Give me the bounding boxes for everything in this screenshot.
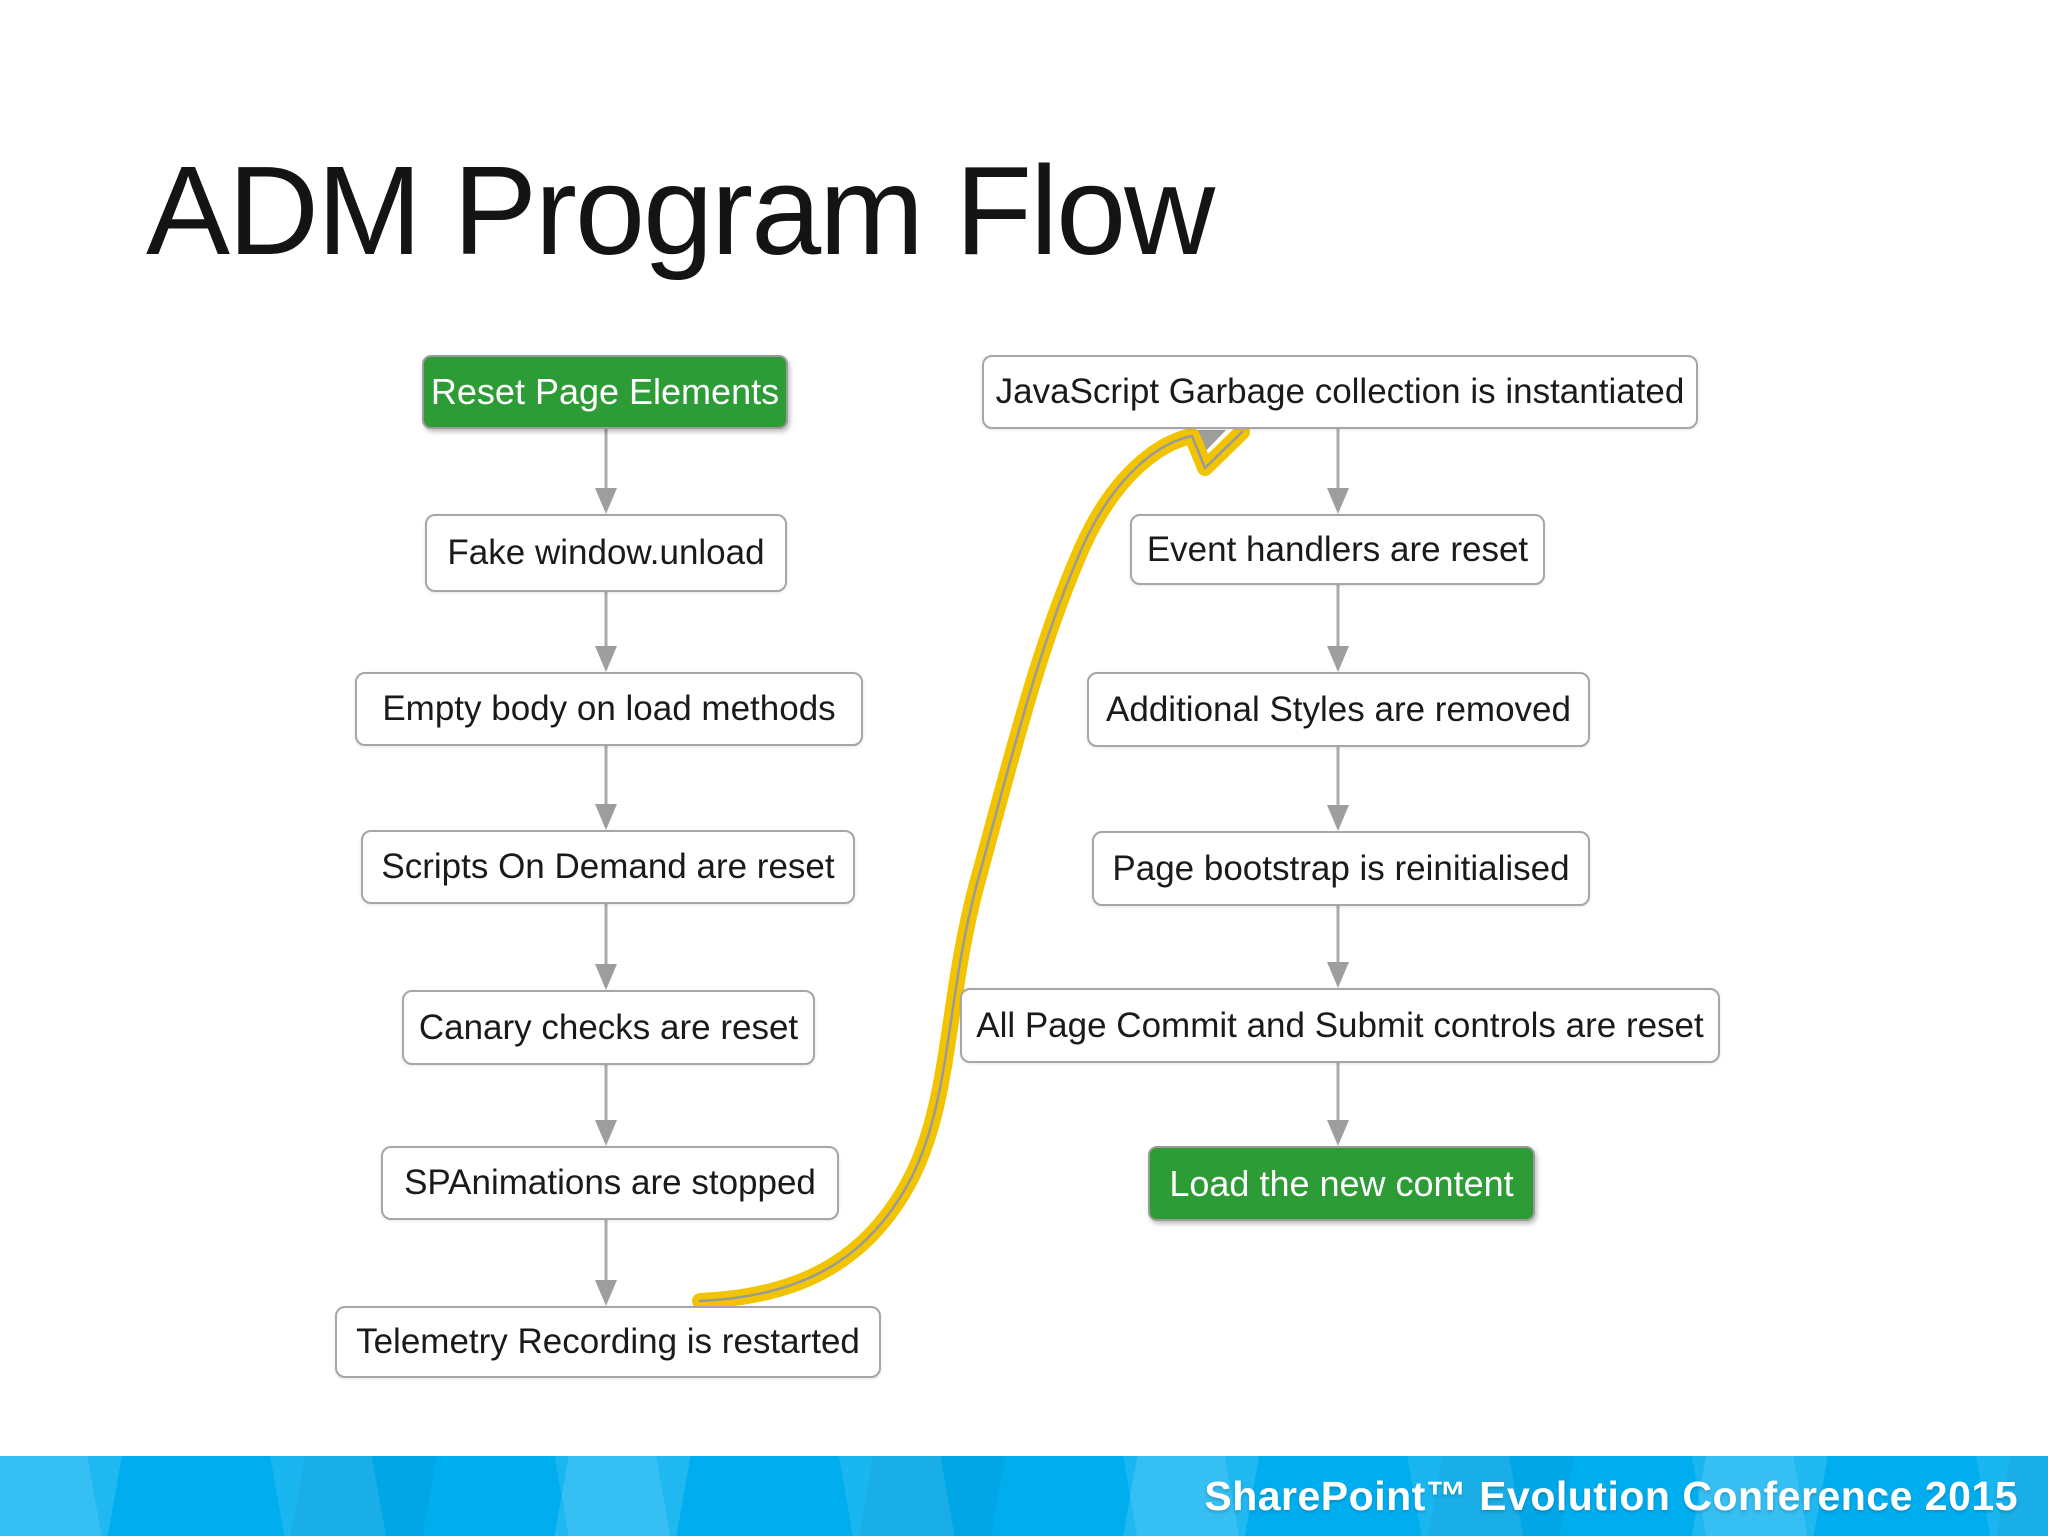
node-scripts-on-demand-are-reset: Scripts On Demand are reset <box>361 830 855 904</box>
footer-bar: SharePoint™ Evolution Conference 2015 <box>0 1456 2048 1536</box>
arrow-head-icon <box>595 804 617 830</box>
arrow-head-icon <box>1327 488 1349 514</box>
arrow-head-icon <box>1327 646 1349 672</box>
node-fake-window-unload: Fake window.unload <box>425 514 787 592</box>
footer-conference-label: SharePoint™ Evolution Conference 2015 <box>1204 1472 2018 1519</box>
node-spanimations-are-stopped: SPAnimations are stopped <box>381 1146 839 1220</box>
arrow-head-icon <box>595 1280 617 1306</box>
node-telemetry-recording-is-restarted: Telemetry Recording is restarted <box>335 1306 881 1378</box>
arrow-head-icon <box>1327 1120 1349 1146</box>
arrow-head-icon <box>595 964 617 990</box>
arrow-head-icon <box>1327 805 1349 831</box>
node-empty-body-on-load-methods: Empty body on load methods <box>355 672 863 746</box>
arrow-head-icon <box>595 1120 617 1146</box>
node-canary-checks-are-reset: Canary checks are reset <box>402 990 815 1065</box>
arrow-head-icon <box>595 488 617 514</box>
arrow-head-icon <box>1327 962 1349 988</box>
connector-arrow-head-icon <box>1186 430 1226 457</box>
node-additional-styles-are-removed: Additional Styles are removed <box>1087 672 1590 747</box>
node-page-bootstrap-is-reinitialised: Page bootstrap is reinitialised <box>1092 831 1590 906</box>
node-load-the-new-content: Load the new content <box>1148 1146 1535 1221</box>
node-javascript-garbage-collection: JavaScript Garbage collection is instant… <box>982 355 1698 429</box>
arrow-head-icon <box>595 646 617 672</box>
page-title: ADM Program Flow <box>146 140 1215 281</box>
node-all-page-commit-and-submit-controls: All Page Commit and Submit controls are … <box>960 988 1720 1063</box>
node-event-handlers-are-reset: Event handlers are reset <box>1130 514 1545 585</box>
node-reset-page-elements: Reset Page Elements <box>422 355 788 429</box>
